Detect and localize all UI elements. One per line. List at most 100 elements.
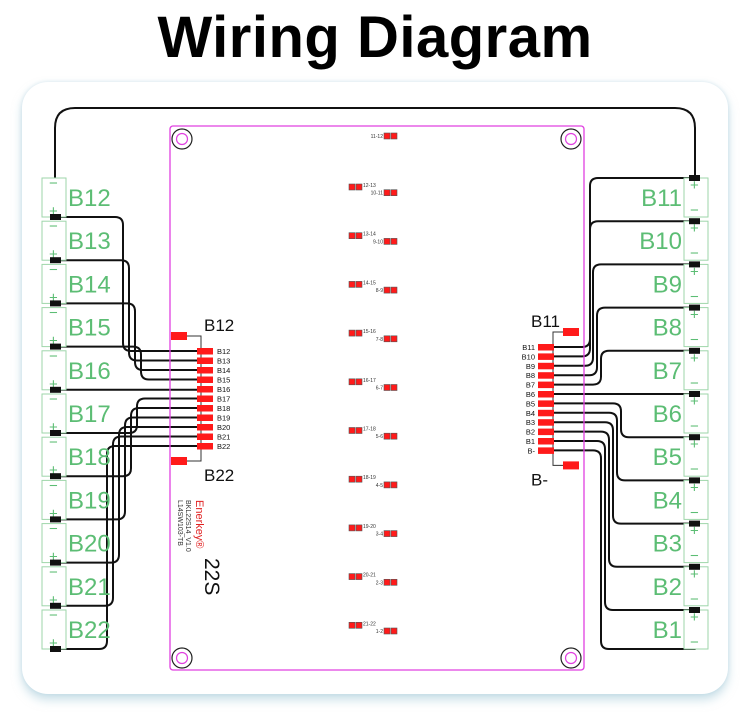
wire	[60, 397, 198, 434]
cell-label: B15	[68, 315, 111, 342]
pin-label: B9	[526, 362, 535, 371]
cell-body	[683, 609, 709, 650]
battery-cell: +−B1	[653, 607, 709, 651]
battery-cell: −+B14	[41, 261, 111, 307]
pad	[348, 329, 356, 337]
pad	[355, 281, 363, 288]
pad	[355, 524, 363, 532]
model-label: BKL22S14_V1.0	[184, 500, 191, 552]
pad	[390, 578, 398, 586]
plus-sign: +	[49, 592, 58, 609]
pin-label: B3	[526, 418, 535, 427]
pin-label: B5	[526, 399, 535, 408]
cell-body	[683, 393, 709, 434]
plus-sign: +	[49, 549, 58, 566]
pin-pad	[538, 428, 554, 436]
mounting-hole	[171, 647, 193, 669]
terminal	[50, 343, 61, 350]
terminal	[689, 520, 700, 527]
cell-label: B22	[68, 617, 111, 644]
pad	[348, 232, 356, 239]
pin-pad	[538, 391, 554, 398]
minus-sign: −	[49, 261, 58, 278]
wire	[553, 306, 696, 377]
pin-pad	[538, 419, 554, 426]
pin-pad	[197, 348, 213, 355]
balance-pair: 16-176-7	[348, 378, 398, 392]
terminal	[689, 607, 700, 613]
cell-body	[41, 263, 67, 304]
pair-label-right: 1-2	[376, 629, 383, 635]
minus-sign: −	[49, 391, 58, 408]
pair-label-right: 11-12	[371, 134, 384, 140]
pin-label: B7	[526, 381, 535, 390]
pin-label: B18	[217, 404, 230, 413]
plus-sign: +	[690, 479, 699, 496]
battery-cell: −+B19	[41, 477, 111, 523]
pad	[383, 286, 391, 294]
wire	[553, 430, 696, 568]
cell-body	[41, 220, 67, 261]
terminal	[50, 386, 61, 393]
cell-body	[41, 350, 67, 391]
cell-label: B19	[68, 487, 111, 514]
minus-sign: −	[49, 348, 58, 365]
battery-cell: −+B16	[41, 348, 111, 393]
pin-pad	[538, 409, 554, 417]
pad	[383, 481, 391, 489]
pin-label: B10	[522, 352, 535, 361]
cell-body	[41, 177, 67, 218]
battery-cell: −+B22	[41, 607, 111, 652]
cell-label: B20	[68, 531, 111, 558]
pair-label-left: 19-20	[363, 524, 376, 530]
cell-label: B13	[68, 228, 111, 255]
minus-sign: −	[690, 504, 699, 521]
pin-pad	[538, 353, 554, 360]
balance-pair: 19-203-4	[348, 524, 398, 538]
minus-sign: −	[690, 202, 699, 219]
pair-label-right: 10-11	[371, 191, 384, 197]
mounting-hole	[171, 128, 193, 150]
plus-sign: +	[49, 246, 58, 263]
plus-sign: +	[690, 177, 699, 194]
pad	[383, 335, 391, 343]
wire	[553, 411, 696, 482]
bms-board: 11-1212-1310-1113-149-1014-158-915-167-8…	[169, 125, 585, 671]
minus-sign: −	[690, 288, 699, 305]
pair-label-right: 5-6	[376, 434, 383, 440]
pad	[390, 530, 398, 537]
wire	[553, 421, 696, 525]
wires	[54, 107, 696, 650]
terminal	[50, 300, 61, 307]
pad	[390, 189, 398, 196]
connector-pad	[563, 328, 579, 336]
terminal	[50, 646, 61, 652]
terminal	[689, 304, 700, 311]
pad	[383, 627, 391, 635]
battery-cell: −+B20	[41, 521, 111, 566]
board-silkscreen: Enerkey® BKL22S14_V1.0 L14SW103-TB 22S	[176, 500, 223, 595]
pad	[348, 573, 356, 580]
terminal	[50, 602, 61, 609]
balance-pair: 18-194-5	[348, 475, 398, 489]
minus-sign: −	[690, 245, 699, 262]
pad	[355, 183, 363, 191]
battery-cell: −+B21	[41, 564, 111, 609]
pin-label: B20	[217, 423, 230, 432]
balance-pads: 11-1212-1310-1113-149-1014-158-915-167-8…	[348, 132, 398, 635]
pair-label-left: 13-14	[363, 232, 376, 238]
wire	[60, 259, 198, 362]
pad	[348, 524, 356, 532]
pin-pad	[538, 381, 554, 389]
terminal	[689, 563, 700, 570]
pin-label: B1	[526, 437, 535, 446]
cell-body	[41, 566, 67, 607]
cell-label: B17	[68, 401, 111, 428]
pair-label-left: 20-21	[363, 573, 376, 579]
cell-body	[41, 393, 67, 434]
pad	[390, 627, 398, 635]
pin-label: B2	[526, 428, 535, 437]
minus-sign: −	[49, 607, 58, 624]
terminal	[50, 430, 61, 436]
